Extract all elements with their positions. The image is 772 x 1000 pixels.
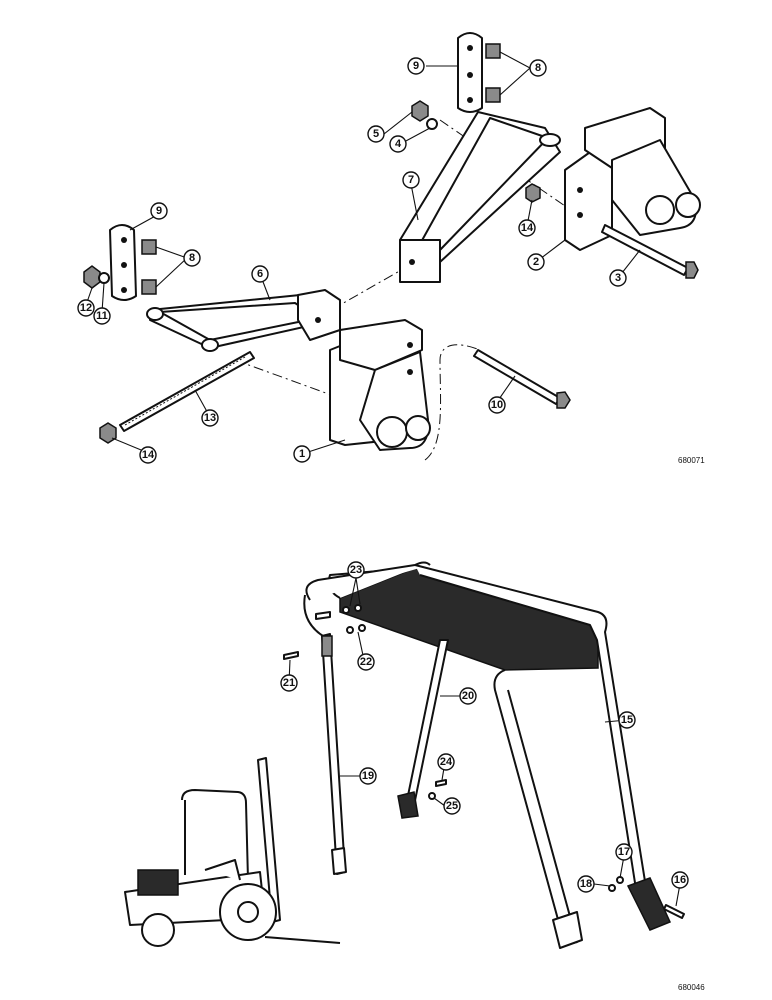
callout-8-lower: 8 (183, 249, 201, 267)
svg-text:9: 9 (413, 60, 419, 72)
callout-14-lower: 14 (139, 446, 157, 464)
callout-1: 1 (293, 445, 311, 463)
callout-17: 17 (615, 843, 633, 861)
svg-text:21: 21 (283, 677, 295, 689)
svg-text:20: 20 (462, 690, 474, 702)
nut-washer-upper (411, 100, 438, 130)
callout-7: 7 (402, 171, 420, 189)
callout-9-upper: 9 (407, 57, 425, 75)
plate-lower (109, 224, 137, 301)
callout-11: 11 (93, 307, 111, 325)
centerline (234, 359, 346, 401)
svg-text:24: 24 (440, 756, 453, 768)
top-figure: 1 2 3 4 5 6 7 8 8 9 9 10 11 12 13 14 14 … (77, 32, 705, 465)
callout-9-lower: 9 (150, 202, 168, 220)
svg-text:4: 4 (395, 138, 402, 150)
mounting-pad (626, 877, 672, 931)
callout-4: 4 (389, 135, 407, 153)
threaded-rod (119, 351, 255, 432)
callout-24: 24 (437, 753, 455, 771)
arm-upper (399, 111, 561, 283)
svg-text:23: 23 (350, 564, 362, 576)
svg-text:5: 5 (373, 128, 379, 140)
bolt-lower (473, 349, 571, 409)
arm-lower (146, 289, 341, 352)
svg-text:10: 10 (491, 399, 503, 411)
svg-text:2: 2 (533, 256, 539, 268)
guard-frame (303, 561, 649, 949)
svg-text:6: 6 (257, 268, 263, 280)
center-brace (397, 639, 449, 819)
callout-14-right: 14 (518, 219, 536, 237)
nut-right (525, 183, 541, 203)
square-nuts-upper (485, 43, 501, 103)
callout-5: 5 (367, 125, 385, 143)
callout-8-upper: 8 (529, 59, 547, 77)
callout-16: 16 (671, 871, 689, 889)
callout-3: 3 (609, 269, 627, 287)
callout-13: 13 (201, 409, 219, 427)
callout-10: 10 (488, 396, 506, 414)
svg-text:13: 13 (204, 412, 216, 424)
svg-text:14: 14 (142, 449, 155, 461)
bottom-figure: 15 16 17 18 19 20 21 22 23 24 25 680046 (124, 561, 705, 992)
svg-text:22: 22 (360, 656, 372, 668)
svg-text:18: 18 (580, 878, 592, 890)
svg-text:8: 8 (189, 252, 195, 264)
svg-text:8: 8 (535, 62, 541, 74)
callout-15: 15 (618, 711, 636, 729)
nut-lower (99, 422, 117, 444)
centerline (424, 344, 481, 461)
callout-12: 12 (77, 299, 95, 317)
svg-text:12: 12 (80, 302, 92, 314)
callout-22: 22 (357, 653, 375, 671)
callout-25: 25 (443, 797, 461, 815)
svg-text:17: 17 (618, 846, 630, 858)
callout-6: 6 (251, 265, 269, 283)
figure-number-bottom: 680046 (678, 983, 705, 992)
bolt-right (601, 224, 699, 279)
bracket-lower (329, 319, 431, 451)
svg-text:9: 9 (156, 205, 162, 217)
callout-18: 18 (577, 875, 595, 893)
svg-text:16: 16 (674, 874, 686, 886)
callout-19: 19 (359, 767, 377, 785)
square-nuts-lower (141, 239, 157, 295)
callout-20: 20 (459, 687, 477, 705)
plate-upper (457, 32, 483, 113)
svg-text:7: 7 (408, 174, 414, 186)
callout-2: 2 (527, 253, 545, 271)
svg-text:1: 1 (299, 448, 305, 460)
svg-text:11: 11 (96, 310, 108, 322)
centerline (339, 264, 411, 306)
nut-washer-lower (83, 265, 110, 289)
svg-text:19: 19 (362, 770, 374, 782)
svg-text:25: 25 (446, 800, 458, 812)
svg-text:15: 15 (621, 714, 633, 726)
figure-number-top: 680071 (678, 456, 705, 465)
bracket-right (564, 107, 701, 251)
svg-text:14: 14 (521, 222, 534, 234)
callout-23: 23 (347, 561, 365, 579)
hardware-bolts (283, 604, 685, 919)
forklift-thumbnail (124, 757, 341, 947)
svg-text:3: 3 (615, 272, 621, 284)
callout-21: 21 (280, 674, 298, 692)
left-brace (321, 633, 347, 875)
